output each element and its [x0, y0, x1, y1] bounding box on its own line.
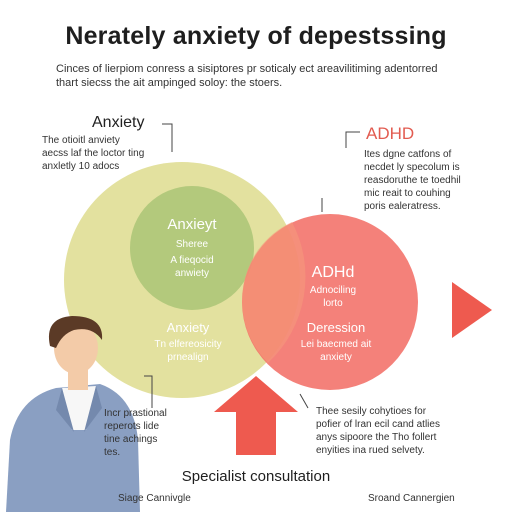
anxiety-desc-line: The otioitl anviety	[42, 135, 120, 146]
depression-title: Deression	[306, 320, 366, 335]
person-desc-line: reperots lide	[104, 421, 160, 432]
person-lapel	[56, 386, 102, 432]
adhd-desc-line: necdet ly specolum is	[364, 162, 460, 173]
footer-left-label: Siage Cannivgle	[118, 493, 191, 504]
person-description: Incr prastional reperots lide tine achin…	[104, 407, 214, 459]
adhd-circle-sub-line: lorto	[323, 298, 343, 309]
bottom-right-desc-line: enyities ina rued selvety.	[316, 445, 425, 456]
inner-bottom-subtitle: Tn elfereosicity prnealign	[128, 338, 248, 364]
leader-line-adhd	[345, 131, 360, 148]
leader-line-person	[144, 375, 153, 408]
anxiety-heading: Anxiety	[92, 114, 145, 131]
inner-anxiety-circle	[130, 186, 254, 310]
subtitle-line: Cinces of lierpiom conress a sisiptores …	[56, 63, 438, 75]
inner-top-sub-line: Sheree	[175, 239, 209, 250]
subtitle-line: thart siecss the ait ampinged soloy: the…	[56, 77, 283, 89]
overlap-region	[242, 222, 306, 363]
adhd-circle-subtitle: Adnociling lorto	[288, 284, 378, 310]
adhd-desc-line: mic reait to couhing	[364, 188, 451, 199]
inner-top-sub-line: anwiety	[175, 268, 209, 279]
adhd-desc-line: reasdoruthe te toedhil	[364, 175, 461, 186]
depression-sub-line: Lei baecmed ait	[300, 339, 372, 350]
person-desc-line: tes.	[104, 447, 121, 458]
adhd-desc-line: Ites dgne catfons of	[364, 149, 452, 160]
inner-bottom-title: Anxiety	[166, 320, 210, 335]
bottom-right-desc-line: Thee sesily cohytioes for	[316, 406, 427, 417]
right-arrow-icon	[452, 282, 492, 338]
bottom-right-description: Thee sesily cohytioes for pofier of lran…	[316, 405, 486, 457]
inner-top-subtitle: Sheree A fieqocid anwiety	[142, 238, 242, 280]
inner-bottom-sub-line: prnealign	[167, 352, 209, 363]
diagram-title: Nerately anxiety of depestssing	[65, 22, 447, 50]
up-arrow-icon	[214, 376, 298, 455]
leader-line-bottom-right	[299, 393, 309, 409]
person-desc-line: Incr prastional	[104, 408, 167, 419]
anxiety-desc-line: aecss laf the loctor ting	[42, 148, 145, 159]
adhd-desc-line: poris ealeratress.	[364, 201, 441, 212]
inner-top-title: Anxieyt	[167, 216, 217, 233]
depression-sub-line: anxiety	[320, 352, 352, 363]
diagram-subtitle: Cinces of lierpiom conress a sisiptores …	[56, 62, 466, 90]
adhd-circle-sub-line: Adnociling	[309, 285, 357, 296]
leader-line-anxiety	[162, 123, 173, 152]
anxiety-desc-line: anxletly 10 adocs	[42, 161, 120, 172]
person-suit	[6, 384, 140, 512]
specialist-heading: Specialist consultation	[181, 468, 331, 485]
person-desc-line: tine achings	[104, 434, 158, 445]
person-illustration	[6, 316, 140, 512]
bottom-right-desc-line: pofier of lran ecil cand atlies	[316, 419, 440, 430]
depression-subtitle: Lei baecmed ait anxiety	[282, 338, 390, 364]
bottom-right-desc-line: anys sipoore the Tho follert	[316, 432, 437, 443]
adhd-heading: ADHD	[366, 124, 415, 143]
footer-right-label: Sroand Cannergien	[368, 493, 455, 504]
adhd-description: Ites dgne catfons of necdet ly specolum …	[364, 148, 494, 213]
inner-bottom-sub-line: Tn elfereosicity	[154, 339, 222, 350]
adhd-circle-title: ADHd	[311, 264, 355, 281]
person-hair	[48, 316, 103, 348]
anxiety-description: The otioitl anviety aecss laf the loctor…	[42, 134, 172, 173]
inner-top-sub-line: A fieqocid	[170, 255, 214, 266]
